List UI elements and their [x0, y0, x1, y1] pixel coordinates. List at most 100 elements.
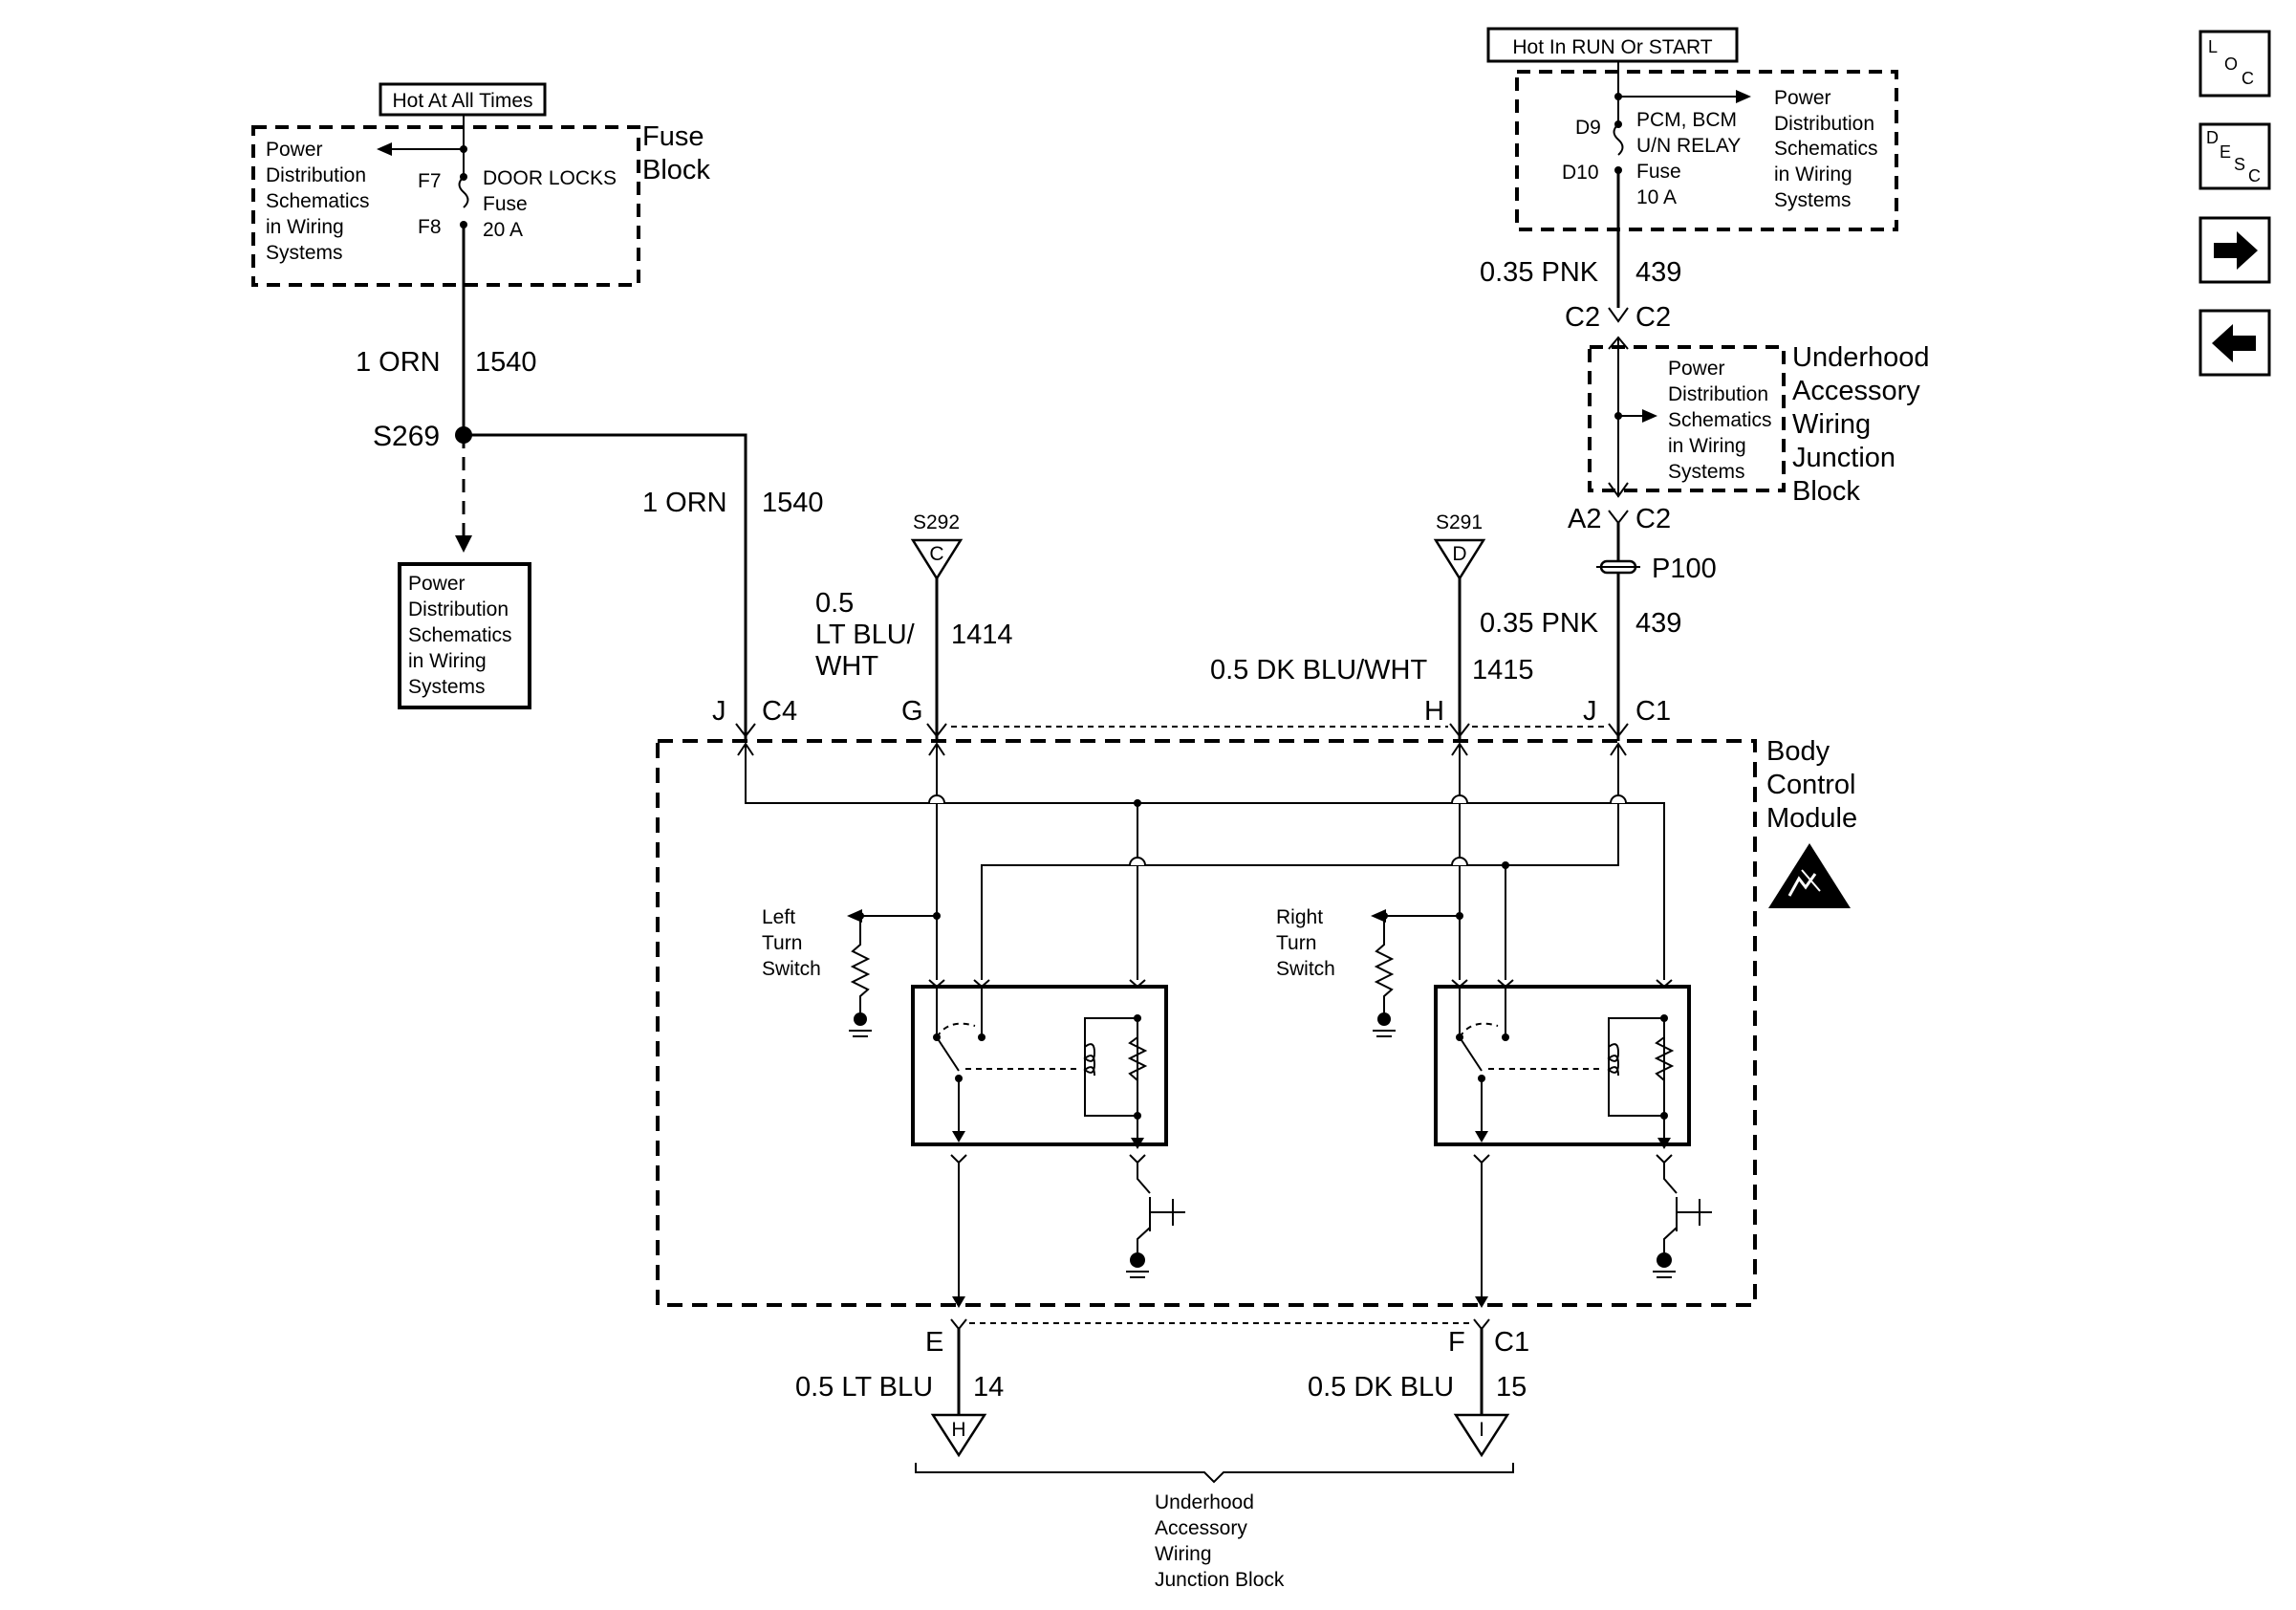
power-dist-right-3: Schematics	[1774, 138, 1878, 160]
back-button[interactable]	[2199, 309, 2271, 377]
splice-s291-letter: D	[1452, 543, 1466, 565]
connector-h	[1449, 723, 1470, 738]
fuse-right-name-3: Fuse	[1636, 161, 1681, 183]
pin-c1-top: C1	[1635, 696, 1671, 727]
power-dist-line-5: Systems	[266, 242, 343, 264]
pin-f7: F7	[418, 170, 442, 192]
wire-1414-circuit: 1414	[951, 620, 1013, 650]
wire-dk-blu-circuit: 15	[1496, 1372, 1527, 1403]
terminal-i-letter: I	[1479, 1419, 1484, 1441]
relay-left	[911, 979, 1168, 1149]
jb-inner-5: Systems	[1668, 461, 1745, 483]
splice-s292-label: S292	[913, 511, 960, 533]
splice-s292-letter: C	[929, 543, 943, 565]
pin-f8: F8	[418, 216, 442, 238]
power-dist-right-4: in Wiring	[1774, 163, 1852, 185]
desc-letter-s: S	[2234, 155, 2245, 174]
next-button[interactable]	[2199, 216, 2271, 284]
fuse-block-outline	[251, 125, 640, 287]
fuse-pcm-bcm-relay: Hot In RUN Or START D9 D10 PCM, BCM U/N …	[1486, 27, 1898, 231]
power-dist-s269-5: Systems	[408, 676, 486, 698]
terminal-h	[930, 1413, 987, 1458]
arrow-left-switch-r-icon	[1371, 909, 1386, 923]
jb-title-5: Block	[1792, 476, 1860, 507]
fuse-name-3: 20 A	[483, 219, 523, 241]
wire-1414-gauge-1: 0.5	[815, 588, 854, 619]
fuse-name-1: DOOR LOCKS	[483, 167, 617, 189]
arrow-right-jb-icon	[1642, 409, 1657, 423]
desc-letter-e: E	[2220, 142, 2231, 162]
jb-title-2: Accessory	[1792, 376, 1920, 406]
loc-letter-l: L	[2208, 37, 2218, 56]
power-dist-s269-3: Schematics	[408, 624, 512, 646]
bus-ignition-1540	[745, 744, 1665, 980]
ground-left-icon	[854, 1012, 867, 1026]
loc-letter-c: C	[2242, 69, 2254, 88]
bcm-title-1: Body	[1766, 736, 1830, 767]
fuse-symbol-right-icon	[1613, 123, 1624, 156]
bottom-label-1: Underhood	[1155, 1491, 1254, 1513]
desc-button[interactable]: D E S C	[2199, 122, 2271, 190]
pin-j-c1: J	[1583, 696, 1597, 727]
bottom-bracket	[915, 1463, 1514, 1484]
bus-439	[981, 744, 1619, 980]
wire-1415-gauge: 0.5 DK BLU/WHT	[1210, 655, 1427, 685]
power-dist-s269-4: in Wiring	[408, 650, 487, 672]
hot-at-all-times-label: Hot At All Times	[392, 90, 532, 112]
pin-g: G	[901, 696, 923, 727]
right-switch-2: Turn	[1276, 932, 1316, 954]
connector-f	[1473, 1318, 1490, 1331]
jb-title-4: Junction	[1792, 443, 1895, 473]
wire-orn-right-circuit: 1540	[762, 488, 824, 518]
pin-c4: C4	[762, 696, 797, 727]
bcm-title-2: Control	[1766, 770, 1856, 800]
arrow-left-icon	[377, 142, 392, 156]
bcm-title-3: Module	[1766, 803, 1857, 834]
desc-letter-d: D	[2206, 128, 2219, 147]
wire-orn-right-gauge: 1 ORN	[642, 488, 727, 518]
wire-dk-blu-gauge: 0.5 DK BLU	[1308, 1372, 1454, 1403]
arrow-right-small-icon	[1736, 90, 1751, 103]
terminal-i	[1453, 1413, 1510, 1458]
connector-a2: A2	[1568, 504, 1601, 534]
fuse-block-door-locks: Hot At All Times Fuse Block Power Distri…	[251, 82, 710, 287]
arrow-left-switch-icon	[847, 909, 862, 923]
connector-a2-c2	[1608, 510, 1629, 525]
bottom-label-2: Accessory	[1155, 1517, 1247, 1539]
jb-inner-4: in Wiring	[1668, 435, 1746, 457]
pin-d9: D9	[1575, 117, 1601, 139]
hot-in-run-label-box	[1486, 27, 1739, 63]
pin-h: H	[1424, 696, 1444, 727]
power-dist-line-4: in Wiring	[266, 216, 344, 238]
wire-pnk-bottom-circuit: 439	[1635, 608, 1681, 639]
right-switch-1: Right	[1276, 906, 1323, 928]
desc-letter-c: C	[2248, 166, 2261, 185]
relay-coil-right-icon	[1607, 1043, 1620, 1077]
wire-lt-blu-circuit: 14	[973, 1372, 1004, 1403]
relay-coil-left-icon	[1083, 1043, 1096, 1077]
connector-c2-right: C2	[1635, 302, 1671, 333]
arrow-left-nav-icon	[2212, 324, 2256, 362]
arrow-right-icon	[2214, 231, 2258, 270]
connector-e	[950, 1318, 967, 1331]
connector-j-c4	[735, 723, 756, 738]
loc-letter-o: O	[2224, 54, 2238, 74]
fuse-right-name-4: 10 A	[1636, 186, 1677, 208]
power-dist-right-5: Systems	[1774, 189, 1852, 211]
fuse-block-right-outline	[1515, 70, 1898, 231]
connector-g	[926, 723, 947, 738]
wire-1414-gauge-2: LT BLU/	[815, 620, 916, 650]
arrow-down-icon	[455, 535, 472, 553]
fuse-block-title-2: Block	[642, 155, 710, 185]
bcm-outline	[656, 739, 1757, 1307]
jb-inner-3: Schematics	[1668, 409, 1772, 431]
fuse-symbol-icon	[458, 176, 469, 208]
jb-inner-2: Distribution	[1668, 383, 1768, 405]
fuse-name-2: Fuse	[483, 193, 528, 215]
ground-right-icon	[1377, 1012, 1391, 1026]
jb-title-1: Underhood	[1792, 342, 1930, 373]
wire-pnk-top-gauge: 0.35 PNK	[1480, 257, 1599, 288]
wire-pnk-bottom-gauge: 0.35 PNK	[1480, 608, 1599, 639]
ground-relay-right-icon	[1657, 1252, 1672, 1268]
loc-button[interactable]: L O C	[2199, 30, 2271, 98]
